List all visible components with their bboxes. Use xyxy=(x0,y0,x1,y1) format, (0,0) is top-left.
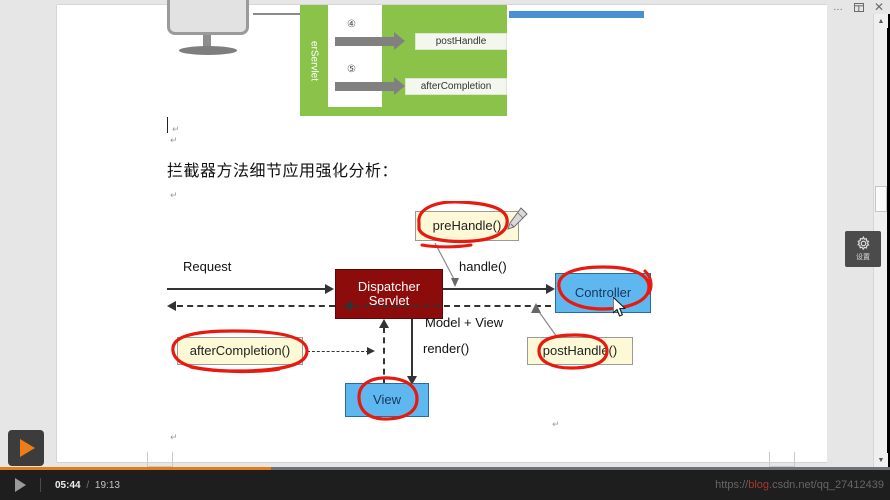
label-handle: handle() xyxy=(459,259,507,274)
gear-icon xyxy=(856,236,870,251)
page-crop-mark-left xyxy=(147,452,173,467)
response-dashed-line xyxy=(177,305,335,307)
watermark-highlight: blog. xyxy=(748,479,773,491)
mouse-cursor xyxy=(613,297,626,317)
blue-accent-bar xyxy=(509,11,644,18)
dispatcher-line-2: Servlet xyxy=(368,293,410,308)
step-number-4: ④ xyxy=(347,19,356,30)
view-to-dispatcher-dashed xyxy=(383,327,385,385)
pencil-icon xyxy=(507,207,528,230)
video-stage: erServlet ④ postHandle ⑤ afterCompletion xyxy=(0,0,890,467)
restore-window-icon[interactable] xyxy=(851,0,867,14)
node-dispatcher-servlet: Dispatcher Servlet xyxy=(335,269,443,319)
paragraph-mark: ↵ xyxy=(170,136,178,146)
progress-bar-track[interactable] xyxy=(0,467,890,470)
monitor-neck xyxy=(203,35,211,49)
section-heading: 拦截器方法细节应用强化分析： xyxy=(167,161,399,180)
dispatcher-line-1: Dispatcher xyxy=(357,279,421,295)
settings-button[interactable]: 设置 xyxy=(845,231,881,267)
node-posthandle: postHandle() xyxy=(527,337,633,365)
label-render: render() xyxy=(423,341,470,356)
request-arrowhead xyxy=(325,284,334,294)
node-view: View xyxy=(345,383,429,417)
paragraph-mark: ↵ xyxy=(333,170,341,180)
page-crop-mark-right xyxy=(769,452,795,467)
green-bottom-strip xyxy=(300,107,507,116)
step-label-posthandle: postHandle xyxy=(415,33,507,50)
handler-column xyxy=(382,5,507,116)
aftercompletion-connector xyxy=(307,351,369,352)
node-prehandle: preHandle() xyxy=(415,211,519,241)
monitor-base xyxy=(179,46,237,55)
page-divider xyxy=(57,462,827,463)
document-page: erServlet ④ postHandle ⑤ afterCompletion xyxy=(57,0,827,467)
handle-line xyxy=(443,288,547,290)
watermark-prefix: https:// xyxy=(715,479,749,491)
total-time: 19:13 xyxy=(94,479,120,491)
aftercompletion-label: afterCompletion() xyxy=(189,343,291,359)
step-number-5: ⑤ xyxy=(347,64,356,75)
aftercompletion-arrowhead xyxy=(367,347,375,355)
posthandle-label: postHandle() xyxy=(542,343,618,359)
request-line xyxy=(167,288,325,290)
watermark-suffix: csdn.net/qq_27412439 xyxy=(772,479,884,491)
time-separator: / xyxy=(86,479,90,491)
response-arrowhead xyxy=(167,301,176,311)
paragraph-mark-bottom: ↵ xyxy=(170,433,178,443)
render-line xyxy=(411,319,413,381)
step-label-aftercompletion: afterCompletion xyxy=(405,78,507,95)
progress-bar-fill xyxy=(0,467,272,470)
csdn-watermark: https://blog.csdn.net/qq_27412439 xyxy=(715,479,884,491)
play-pause-button[interactable] xyxy=(0,470,40,500)
modelview-arrowhead xyxy=(343,301,352,311)
paragraph-mark: ↵ xyxy=(170,191,178,201)
posthandle-connector xyxy=(531,303,558,338)
settings-label: 设置 xyxy=(856,253,870,261)
modelview-dashed-line xyxy=(353,305,551,307)
restore-icon-glyph xyxy=(854,2,864,12)
more-options-icon[interactable]: … xyxy=(833,1,843,13)
node-controller: Controller xyxy=(555,273,651,313)
play-icon xyxy=(20,439,35,457)
close-window-icon[interactable]: ✕ xyxy=(873,0,885,14)
prehandle-label: preHandle() xyxy=(432,218,502,234)
text-caret xyxy=(167,117,168,133)
view-to-dispatcher-arrowhead xyxy=(379,319,389,328)
scroll-up-button[interactable]: ▲ xyxy=(874,14,888,28)
time-display: 05:44 / 19:13 xyxy=(55,480,120,491)
player-controls: 05:44 / 19:13 https://blog.csdn.net/qq_2… xyxy=(0,470,890,500)
label-request: Request xyxy=(183,259,232,274)
label-model-view: Model + View xyxy=(425,315,504,330)
current-time: 05:44 xyxy=(55,479,81,491)
node-aftercompletion: afterCompletion() xyxy=(177,337,303,365)
step-arrow-4 xyxy=(335,32,405,50)
dispatcher-servlet-vertical-label: erServlet xyxy=(308,40,320,81)
step-arrow-5 xyxy=(335,77,405,95)
handle-arrowhead xyxy=(546,284,555,294)
scrollbar-thumb[interactable] xyxy=(875,186,887,212)
paragraph-mark: ↵ xyxy=(172,125,180,135)
controls-divider xyxy=(40,478,41,492)
top-flow-diagram: erServlet ④ postHandle ⑤ afterCompletion xyxy=(57,0,827,120)
paragraph-mark: ↵ xyxy=(552,420,560,430)
scroll-down-button[interactable]: ▼ xyxy=(874,453,888,467)
dispatcher-servlet-column: erServlet xyxy=(300,5,328,116)
view-label: View xyxy=(373,392,401,408)
springmvc-flow-diagram: Request Dispatcher Servlet handle( xyxy=(167,201,687,437)
prehandle-connector xyxy=(434,242,459,287)
monitor-icon xyxy=(167,0,249,35)
video-play-overlay-button[interactable] xyxy=(8,430,44,466)
play-triangle-icon xyxy=(14,478,26,492)
document-viewport: erServlet ④ postHandle ⑤ afterCompletion xyxy=(0,0,890,467)
